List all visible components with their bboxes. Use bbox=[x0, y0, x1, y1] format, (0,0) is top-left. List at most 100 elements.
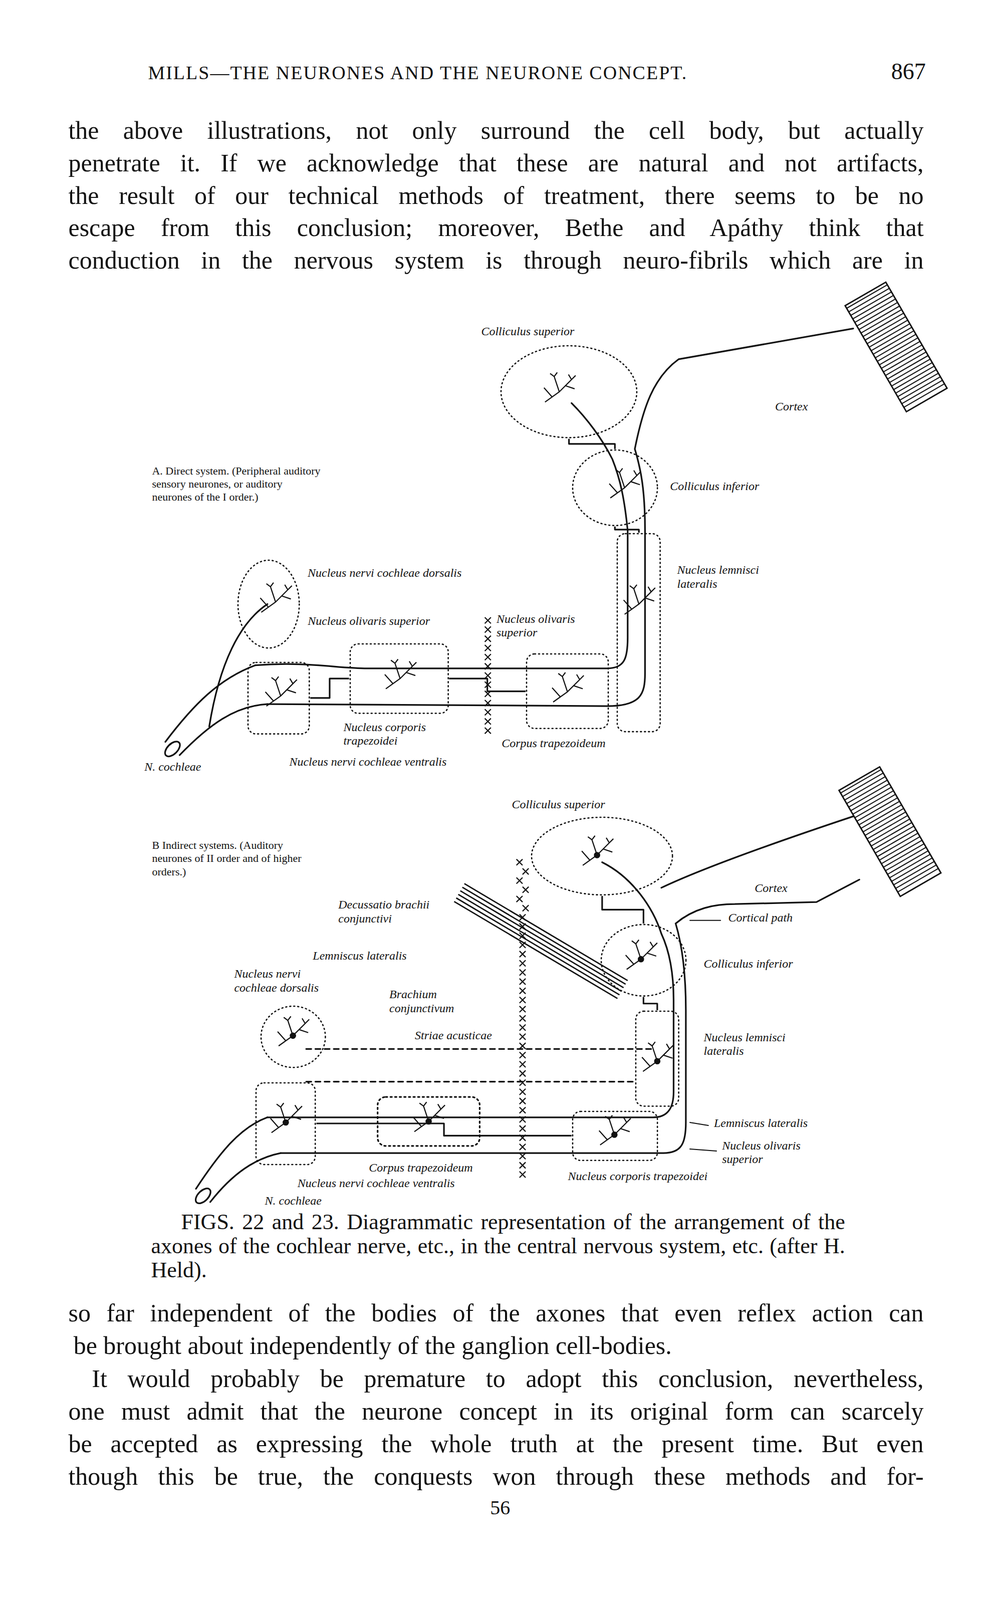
body-text-line: be brought about independently of the ga… bbox=[73, 1330, 924, 1361]
region-label-text: Nucleus nervi cochleae ventralis bbox=[296, 1176, 457, 1191]
dotted-outline bbox=[617, 533, 661, 732]
decussation-mark bbox=[519, 1116, 526, 1123]
cortex-hatch bbox=[865, 811, 906, 836]
region-label: Nucleus lemnisci lateralis bbox=[675, 563, 779, 591]
dotted-outline bbox=[526, 653, 609, 729]
body-text-line-text: be brought about independently of the ga… bbox=[73, 1330, 924, 1361]
fibre-connector bbox=[448, 678, 526, 691]
decussation-mark bbox=[519, 1143, 526, 1150]
cortex-hatch bbox=[850, 292, 892, 316]
region-label: Nucleus olivaris superior bbox=[306, 614, 460, 629]
cortex-hatch bbox=[869, 818, 910, 843]
region-label: Nucleus corporis trapezoidei bbox=[566, 1169, 761, 1184]
brachium-fibre bbox=[462, 887, 626, 984]
decussation-mark bbox=[516, 859, 523, 866]
decussation-mark bbox=[484, 644, 491, 651]
cortex-hatch bbox=[897, 373, 939, 397]
dotted-outline bbox=[256, 1082, 316, 1165]
figure-label: Nucleus olivaris superior bbox=[720, 1138, 823, 1167]
figure-label: Corpus trapezoideum bbox=[500, 736, 623, 751]
axon-arborisation bbox=[581, 835, 614, 866]
brachium-fibre bbox=[458, 894, 622, 991]
body-text-line: though this be true, the conquests won t… bbox=[68, 1460, 924, 1492]
nucleus-region: Nucleus corporis trapezoidei bbox=[571, 1110, 659, 1162]
nucleus-region: Colliculus inferior bbox=[600, 923, 687, 998]
figure-caption-text: FIGS. 22 and 23. Diagrammatic representa… bbox=[150, 1209, 845, 1283]
cortex-hatch bbox=[881, 344, 922, 369]
figure-label: Cortex bbox=[753, 881, 815, 896]
decussation-mark bbox=[519, 950, 526, 957]
figure-label-text: Decussatio brachii conjunctivi bbox=[336, 897, 439, 926]
figure-label: Striae acusticae bbox=[413, 1028, 516, 1043]
region-outline bbox=[525, 652, 610, 730]
cortex-outline bbox=[839, 766, 941, 896]
figure-label-text: N. cochleae bbox=[142, 760, 203, 775]
cortex-hatch bbox=[889, 359, 930, 383]
body-text-line-text: the above illustrations, not only surrou… bbox=[68, 115, 924, 146]
cortex-hatch bbox=[883, 843, 924, 868]
region-label: Colliculus superior bbox=[479, 324, 602, 339]
body-text-line: conduction in the nervous system is thro… bbox=[68, 244, 924, 276]
cortex-hatch bbox=[850, 787, 892, 811]
figure-label-text: Corpus trapezoideum bbox=[367, 1160, 474, 1175]
region-label: Nucleus olivaris superior bbox=[494, 612, 589, 640]
region-label-text: Nucleus olivaris superior bbox=[494, 612, 589, 640]
region-outline bbox=[530, 816, 674, 896]
cortex-hatch bbox=[889, 854, 930, 878]
decussation-mark bbox=[519, 1161, 526, 1168]
cortex-hatch bbox=[863, 313, 904, 337]
figure-label: Cortex bbox=[773, 399, 837, 414]
figure-legend: A. Direct system. (Peripheral auditory s… bbox=[150, 464, 325, 505]
region-outline bbox=[255, 1081, 317, 1166]
figure-label: Cortical path bbox=[726, 910, 824, 925]
cortex-hatch bbox=[895, 369, 937, 394]
decussation-mark bbox=[522, 904, 529, 911]
decussation-mark bbox=[519, 1097, 526, 1104]
decussation-mark bbox=[484, 672, 491, 679]
axon-arborisation bbox=[277, 1016, 310, 1046]
axon-arborisation bbox=[623, 584, 656, 615]
cortex-hatch bbox=[848, 288, 890, 312]
figure-label-text: Cortical path bbox=[726, 910, 795, 925]
figure-label: Lemniscus lateralis bbox=[712, 1116, 830, 1131]
body-text-line-text: though this be true, the conquests won t… bbox=[68, 1460, 924, 1492]
nerve-fibre bbox=[209, 604, 268, 727]
dotted-outline bbox=[237, 560, 300, 648]
cortex-hatch bbox=[897, 868, 939, 892]
cortex-hatch bbox=[840, 769, 882, 794]
cortical-fibre bbox=[661, 816, 854, 888]
cortex-hatch bbox=[891, 362, 933, 387]
dotted-outline bbox=[572, 1111, 658, 1161]
nucleus-region: Colliculus superior bbox=[530, 816, 674, 896]
figure-legend: B Indirect systems. (Auditory neurones o… bbox=[150, 838, 305, 879]
decussation-mark bbox=[522, 886, 529, 893]
fibre-group bbox=[162, 328, 860, 1206]
cortex-hatch bbox=[863, 808, 904, 832]
region-label: Nucleus lemnisci lateralis bbox=[701, 1030, 805, 1059]
decussation-mark bbox=[519, 969, 526, 976]
region-label: Colliculus inferior bbox=[668, 479, 781, 494]
fibre-connector bbox=[602, 895, 644, 924]
body-text-line: be accepted as expressing the whole trut… bbox=[68, 1428, 924, 1459]
nerve-fibre bbox=[280, 879, 860, 1153]
cortex-hatch bbox=[893, 366, 935, 390]
nucleus-region: Colliculus superior bbox=[500, 344, 638, 439]
cortex-hatch bbox=[852, 790, 894, 815]
body-text-line: penetrate it. If we acknowledge that the… bbox=[68, 147, 924, 178]
figure-label-text: Nucleus olivaris superior bbox=[720, 1138, 823, 1167]
region-label-text: Nucleus lemnisci lateralis bbox=[675, 563, 779, 591]
nucleus-region: Nucleus lemnisci lateralis bbox=[616, 532, 662, 733]
figure-legend-text: A. Direct system. (Peripheral auditory s… bbox=[150, 464, 325, 505]
decussation-mark bbox=[484, 653, 491, 660]
axon-arborisation bbox=[260, 582, 292, 613]
cortex-hatch bbox=[867, 320, 908, 344]
cortex-hatch bbox=[895, 864, 937, 889]
decussation-mark bbox=[519, 1006, 526, 1013]
axon-arborisation bbox=[544, 372, 576, 402]
region-label-text: Colliculus inferior bbox=[668, 479, 761, 494]
nerve-trunk bbox=[165, 665, 268, 756]
fibre-connector bbox=[310, 678, 349, 698]
cortex-hatch bbox=[856, 302, 898, 327]
decussation-mark bbox=[519, 1024, 526, 1031]
